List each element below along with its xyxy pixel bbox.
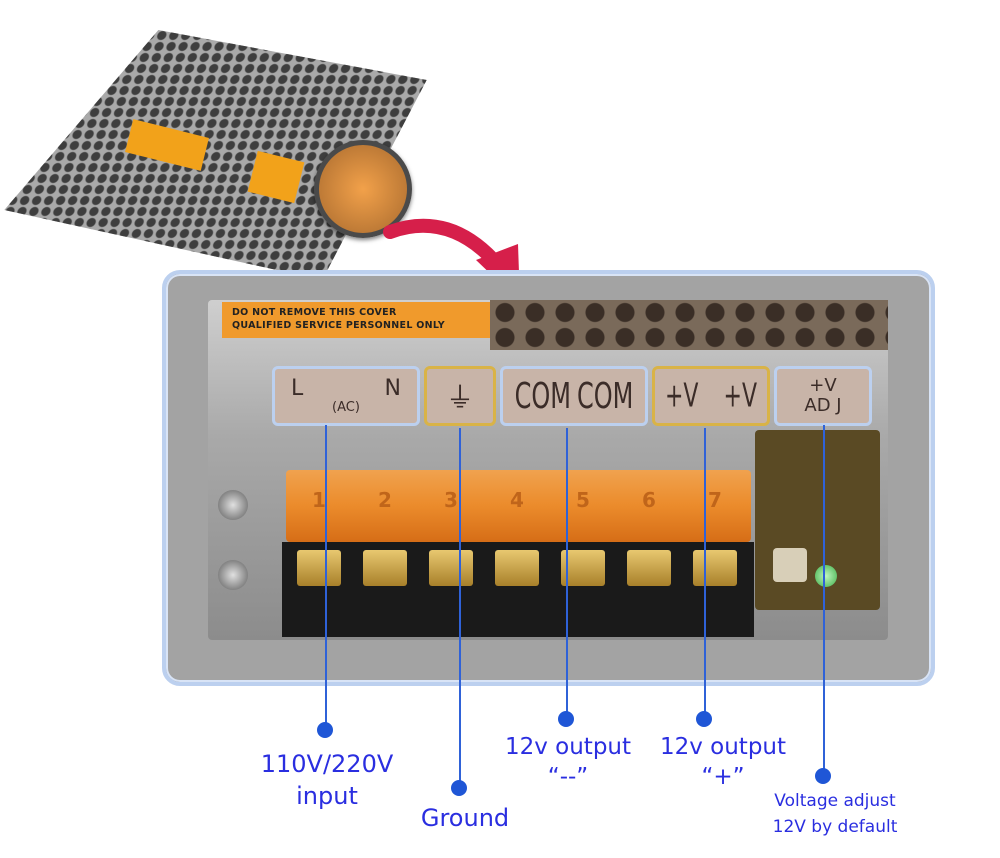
ground-dot: [451, 780, 467, 796]
adjust-potentiometer: [773, 548, 807, 582]
plate-l: L: [291, 375, 304, 401]
voltage-adjust-line-1: Voltage adjust: [774, 791, 896, 811]
terminal-screw-icon: [693, 550, 737, 586]
adjust-plate: +V AD J: [774, 366, 872, 426]
warning-label: DO NOT REMOVE THIS COVER QUALIFIED SERVI…: [222, 302, 490, 338]
input-dot: [317, 722, 333, 738]
terminal-number: 5: [576, 488, 590, 512]
terminal-screw-icon: [297, 550, 341, 586]
ground-leader-line: [459, 428, 461, 783]
terminal-number: 4: [510, 488, 524, 512]
warning-line-1: DO NOT REMOVE THIS COVER: [232, 307, 397, 318]
plate-n: N: [384, 375, 401, 401]
adjust-leader-line: [823, 425, 825, 775]
ground-plate: ⏚: [424, 366, 496, 426]
negative-output-label: 12v output “--”: [495, 732, 641, 792]
terminal-cover: [286, 470, 751, 542]
positive-output-line-1: 12v output: [659, 734, 787, 760]
positive-output-plate: +V +V: [652, 366, 770, 426]
input-label: 110V/220V input: [242, 748, 412, 812]
negative-output-line-2: “--”: [547, 764, 589, 790]
mounting-screw-icon: [218, 560, 248, 590]
input-label-line-2: input: [296, 782, 358, 810]
input-label-line-1: 110V/220V: [260, 750, 394, 778]
negative-output-line-1: 12v output: [504, 734, 632, 760]
terminal-screw-icon: [495, 550, 539, 586]
mounting-screw-icon: [218, 490, 248, 520]
adjust-dot: [815, 768, 831, 784]
plate-com-1: COM: [514, 375, 571, 417]
negative-dot: [558, 711, 574, 727]
terminal-number: 2: [378, 488, 392, 512]
plate-v-2: +V: [723, 377, 757, 415]
input-leader-line: [325, 425, 327, 727]
plate-adj-2: AD J: [804, 395, 842, 416]
plate-adj-1: +V: [809, 375, 837, 396]
magnifier-icon: [314, 140, 412, 238]
voltage-adjust-label: Voltage adjust 12V by default: [755, 788, 915, 840]
ac-input-plate: L N (AC): [272, 366, 420, 426]
positive-dot: [696, 711, 712, 727]
terminal-number: 1: [312, 488, 326, 512]
ground-label: Ground: [420, 804, 510, 832]
terminal-number: 7: [708, 488, 722, 512]
com-output-plate: COM COM: [500, 366, 648, 426]
power-led-icon: [815, 565, 837, 587]
positive-leader-line: [704, 428, 706, 718]
vent-grid: [490, 300, 888, 350]
plate-com-2: COM: [577, 375, 634, 417]
ground-symbol-icon: ⏚: [445, 381, 474, 414]
plate-v-1: +V: [665, 377, 699, 415]
terminal-number: 6: [642, 488, 656, 512]
terminal-screw-icon: [363, 550, 407, 586]
negative-leader-line: [566, 428, 568, 718]
warning-line-2: QUALIFIED SERVICE PERSONNEL ONLY: [232, 320, 445, 331]
voltage-adjust-line-2: 12V by default: [772, 817, 898, 837]
terminal-screw-icon: [627, 550, 671, 586]
plate-ac: (AC): [332, 399, 360, 415]
terminal-screw-icon: [429, 550, 473, 586]
positive-output-line-2: “+”: [701, 764, 745, 790]
terminal-number: 3: [444, 488, 458, 512]
positive-output-label: 12v output “+”: [650, 732, 796, 792]
terminal-screw-icon: [561, 550, 605, 586]
